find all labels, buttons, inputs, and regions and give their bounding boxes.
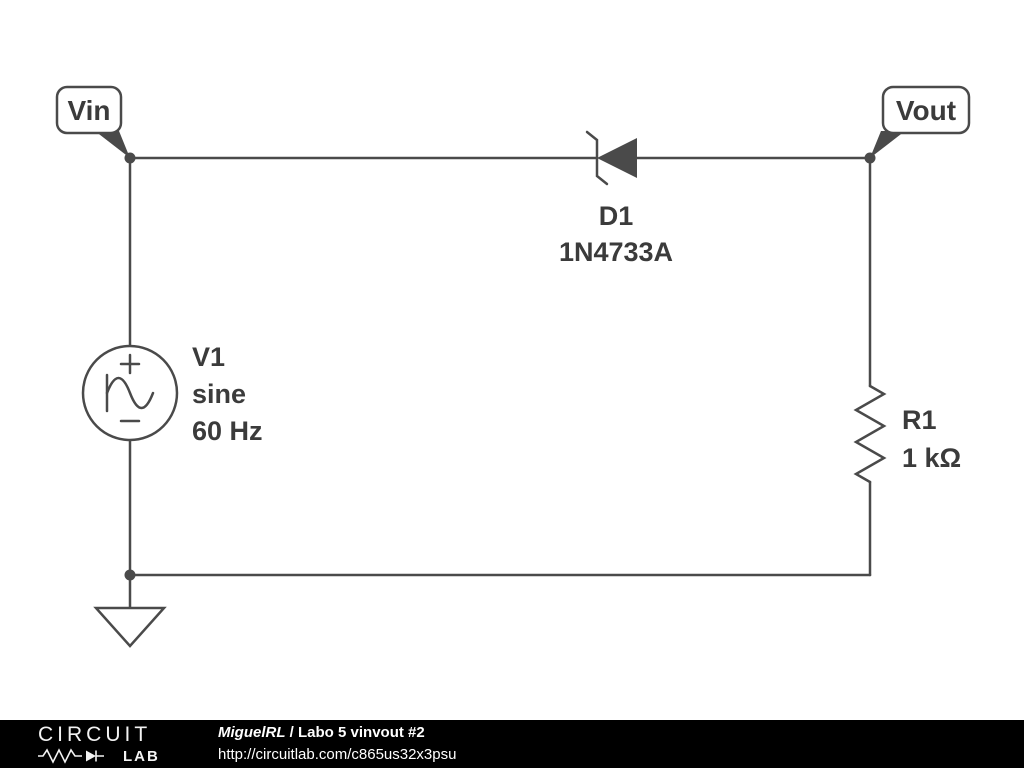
ground-triangle: [93, 606, 167, 648]
node-flag-vout-label: Vout: [896, 95, 956, 126]
node-flag-vout[interactable]: Vout: [870, 85, 971, 158]
logo-bottom-row: LAB: [38, 748, 176, 764]
node-flag-vin-label: Vin: [67, 95, 110, 126]
flag-box: [881, 85, 971, 135]
r1-value: 1 kΩ: [902, 443, 961, 473]
circuit-url: http://circuitlab.com/c865us32x3psu: [218, 746, 457, 763]
resistor-r1[interactable]: R1 1 kΩ: [853, 384, 961, 484]
d1-designator: D1: [599, 201, 634, 231]
v1-waveform: sine: [192, 379, 246, 409]
r1-designator: R1: [902, 405, 937, 435]
circuitlab-logo: CIRCUIT LAB: [38, 724, 176, 764]
flag-box: [55, 85, 123, 135]
attribution-line: MiguelRL / Labo 5 vinvout #2: [218, 722, 456, 744]
zener-diode-d1[interactable]: D1 1N4733A: [559, 130, 673, 267]
logo-lab-text: LAB: [123, 747, 160, 765]
diode-triangle: [597, 138, 637, 178]
sine-wave-icon: [105, 376, 155, 410]
logo-circuit-text: CIRCUIT: [38, 723, 152, 746]
attribution: MiguelRL / Labo 5 vinvout #2 http://circ…: [218, 722, 456, 766]
node-flag-vin[interactable]: Vin: [55, 85, 130, 158]
separator: /: [285, 724, 299, 742]
circuit-title: Labo 5 vinvout #2: [298, 724, 425, 742]
resistor-zigzag: [853, 384, 887, 484]
flag-pointer: [870, 131, 905, 158]
v1-designator: V1: [192, 342, 225, 372]
author-name: MiguelRL: [218, 724, 286, 742]
d1-value: 1N4733A: [559, 237, 673, 267]
voltage-source-v1[interactable]: V1 sine 60 Hz: [81, 342, 263, 446]
plus-sign: [119, 353, 141, 375]
wires: [128, 156, 872, 577]
ground-symbol[interactable]: [93, 573, 167, 648]
schematic-canvas: Vin Vout D1 1N4733A V1 sine 60 Hz R1 1 k…: [55, 85, 971, 648]
resistor-diode-icon: [38, 748, 104, 764]
v1-frequency: 60 Hz: [192, 416, 263, 446]
footer-bar: CIRCUIT LAB MiguelRL / Labo 5 vinvout #2…: [0, 720, 1024, 768]
flag-pointer: [95, 131, 130, 158]
